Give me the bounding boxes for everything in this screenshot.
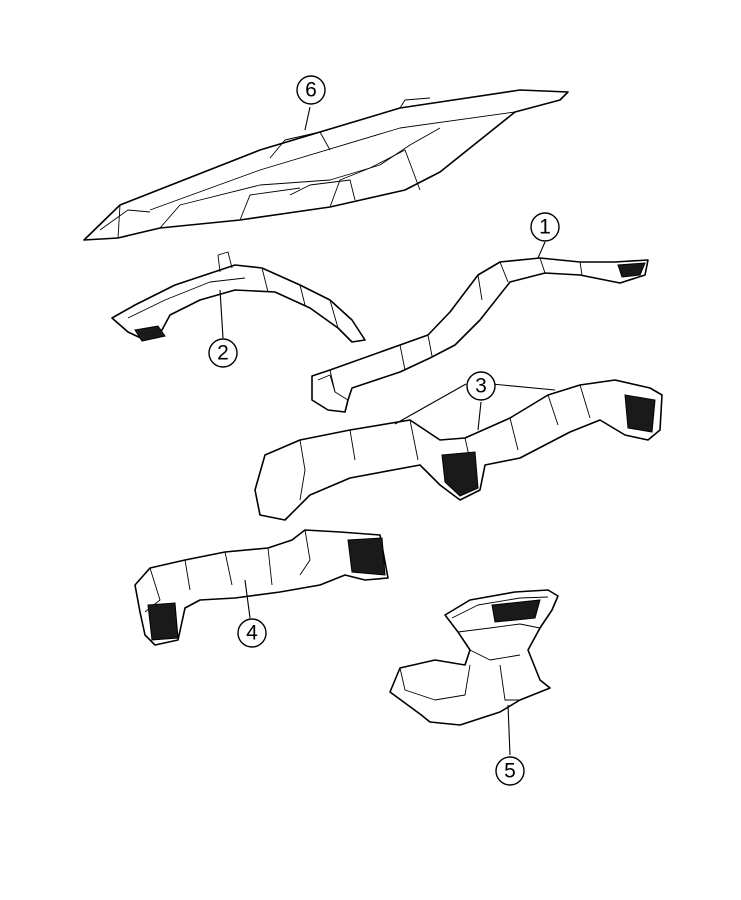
part-1-center-duct: [311, 257, 649, 413]
part-2-left-duct: [111, 251, 366, 343]
callout-5-leader: [507, 704, 511, 756]
callout-6-label: 6: [305, 79, 317, 102]
callout-1-label: 1: [539, 216, 551, 239]
callout-5-label: 5: [504, 760, 516, 783]
callout-4: 4: [237, 618, 267, 648]
callout-4-leader: [244, 579, 251, 619]
callout-3-leader-c: [477, 401, 482, 431]
callout-3-label: 3: [475, 375, 487, 398]
callout-3: 3: [466, 371, 496, 401]
callout-1: 1: [530, 212, 560, 242]
callout-2-label: 2: [217, 342, 229, 365]
callout-4-label: 4: [246, 622, 258, 645]
callout-6-leader: [304, 106, 311, 131]
callout-2: 2: [208, 338, 238, 368]
part-3-floor-duct: [254, 379, 663, 521]
callout-5: 5: [495, 756, 525, 786]
part-6-dash-duct: [83, 89, 569, 241]
callout-3-leader-a: [394, 383, 467, 425]
callout-1-leader: [537, 241, 546, 259]
callout-6: 6: [296, 75, 326, 105]
part-5-floor-outlet: [389, 589, 559, 726]
callout-3-leader-b: [491, 383, 556, 391]
part-4-rear-duct: [134, 529, 389, 646]
callout-2-leader: [219, 289, 224, 339]
